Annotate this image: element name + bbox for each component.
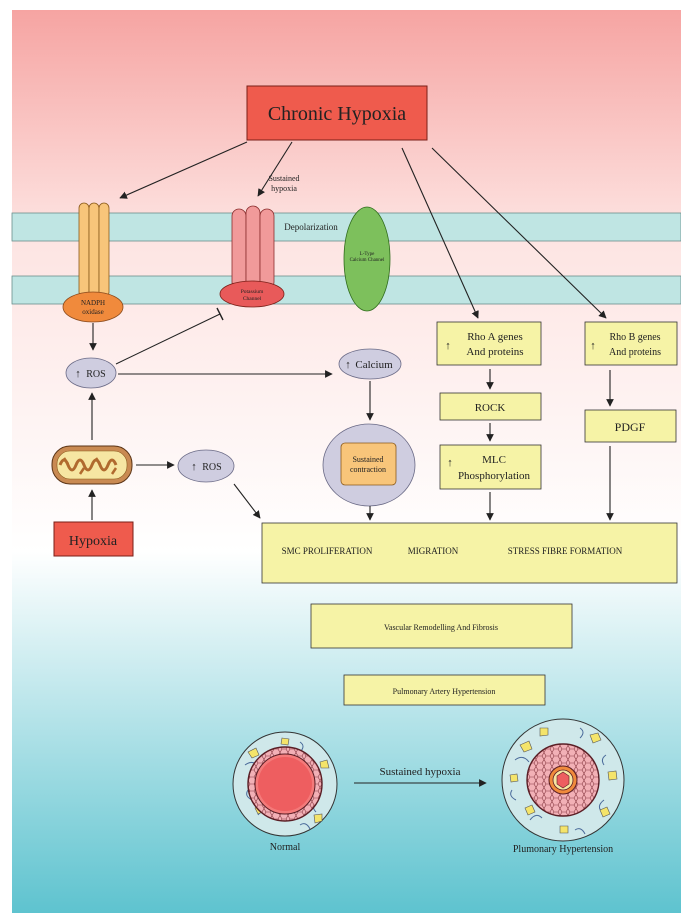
- nadph-label-line2: oxidase: [82, 308, 103, 316]
- arrow-chronic-to-nadph: [119, 141, 248, 199]
- mlc-label-line2: Phosphorylation: [458, 470, 531, 482]
- rock-box: [439, 392, 542, 421]
- nadph-oxidase: [62, 202, 124, 323]
- arrow-chronic-to-rho-a: [401, 147, 479, 319]
- ros-upper-up-arrow: ↑: [75, 368, 81, 380]
- potassium-channel: [219, 205, 285, 308]
- l-type-label-line1: L-Type: [360, 252, 375, 257]
- rho-a-box: [436, 321, 542, 366]
- ros-lower-node: [177, 449, 235, 483]
- pdgf-label: PDGF: [615, 420, 646, 434]
- pah-box: [343, 674, 546, 706]
- chronic-hypoxia-box: [246, 85, 428, 141]
- l-type-calcium-channel: [343, 206, 391, 312]
- mlc-up-arrow: ↑: [447, 457, 453, 469]
- inhibit-ros-to-potassium: [115, 313, 221, 365]
- potassium-label-line1: Potassium: [241, 289, 264, 295]
- ros-lower-up-arrow: ↑: [191, 461, 197, 473]
- vascular-remodelling-label: Vascular Remodelling And Fibrosis: [384, 623, 498, 632]
- depolarization-label: Depolarization: [284, 222, 338, 232]
- calcium-node: [338, 348, 402, 380]
- rho-a-up-arrow: ↑: [445, 340, 451, 352]
- l-type-label-line2: Calcium Channel: [350, 258, 385, 263]
- normal-vessel-icon: [232, 731, 338, 837]
- hypoxia-box: [53, 521, 134, 557]
- inhibit-bar: [216, 307, 224, 321]
- migration-label: MIGRATION: [408, 546, 459, 556]
- hypoxia-label: Hypoxia: [69, 534, 118, 549]
- outcomes-box: [261, 522, 678, 584]
- mlc-label-line1: MLC: [482, 454, 506, 466]
- potassium-label-line2: Channel: [243, 296, 262, 302]
- rho-a-label-line2: And proteins: [466, 346, 523, 358]
- sustained-contraction-box: [340, 442, 397, 486]
- normal-label: Normal: [270, 842, 301, 853]
- hypertension-vessel-icon: [501, 718, 625, 842]
- arrow-chronic-to-rho-b: [431, 147, 607, 319]
- ros-upper-node: [65, 357, 117, 389]
- ros-lower-label: ROS: [202, 462, 221, 473]
- ros-upper-label: ROS: [86, 369, 105, 380]
- sustained-hypoxia-label-line2: hypoxia: [271, 184, 297, 193]
- mlc-box: [439, 444, 542, 490]
- arrow-ros-lower-to-outcomes: [233, 483, 261, 519]
- sustained-hypoxia-vessel-label: Sustained hypoxia: [380, 766, 461, 778]
- rho-b-box: [584, 321, 678, 366]
- plumonary-hypertension-label: Plumonary Hypertension: [513, 844, 613, 855]
- pah-label: Pulmonary Artery Hypertension: [393, 687, 496, 696]
- pdgf-box: [584, 409, 677, 443]
- sustained-hypoxia-label-line1: Sustained: [268, 174, 299, 183]
- calcium-up-arrow: ↑: [345, 359, 351, 371]
- chronic-hypoxia-label: Chronic Hypoxia: [268, 103, 406, 125]
- sustained-contraction-label-line2: contraction: [350, 465, 386, 474]
- mitochondrion-icon: [51, 445, 133, 485]
- sustained-contraction-label-line1: Sustained: [352, 455, 383, 464]
- stress-fibre-label: STRESS FIBRE FORMATION: [508, 546, 623, 556]
- smc-proliferation-label: SMC PROLIFERATION: [282, 546, 373, 556]
- rho-b-label-line1: Rho B genes: [609, 332, 660, 343]
- rho-a-label-line1: Rho A genes: [467, 331, 523, 343]
- rho-b-label-line2: And proteins: [609, 347, 661, 358]
- calcium-label: Calcium: [355, 359, 393, 371]
- rho-b-up-arrow: ↑: [590, 340, 596, 352]
- nadph-label-line1: NADPH: [81, 299, 105, 307]
- arrow-chronic-to-potassium: [257, 141, 293, 197]
- vascular-remodelling-box: [310, 603, 573, 649]
- rock-label: ROCK: [475, 402, 506, 414]
